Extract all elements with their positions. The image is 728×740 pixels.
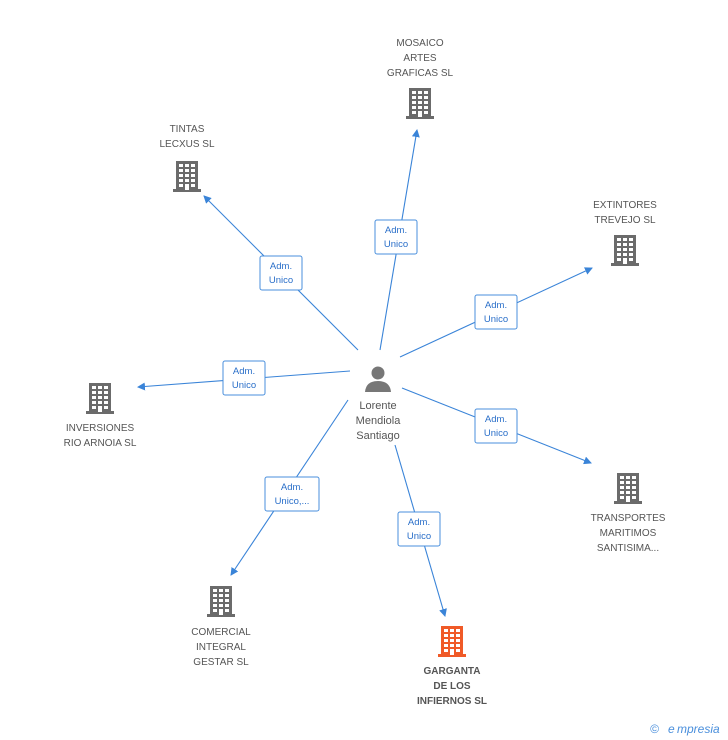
- company-name-line: INTEGRAL: [196, 642, 246, 653]
- relation-label-line: Unico,...: [275, 496, 310, 507]
- relation-label-line: Unico: [232, 380, 256, 391]
- building-icon: [614, 473, 642, 504]
- relation-box: [222, 360, 266, 396]
- brand-name: mpresia: [677, 722, 720, 736]
- relation-label-line: Unico: [384, 239, 408, 250]
- relation-label-line: Unico: [269, 275, 293, 286]
- company-name-line: ARTES: [403, 53, 436, 64]
- building-icon: [438, 626, 466, 657]
- building-icon: [207, 586, 235, 617]
- relation-label-comercial[interactable]: Adm. Unico,...: [264, 476, 320, 512]
- company-node-extintores[interactable]: EXTINTORES TREVEJO SL: [593, 200, 657, 266]
- relation-label-line: Adm.: [233, 366, 255, 377]
- company-name-line: SANTISIMA...: [597, 543, 659, 554]
- person-name-line: Lorente: [359, 400, 396, 412]
- relation-label-line: Adm.: [485, 414, 507, 425]
- company-name-line: INFIERNOS SL: [417, 696, 487, 707]
- relation-label-line: Adm.: [385, 225, 407, 236]
- person-name-line: Mendiola: [356, 415, 402, 427]
- relation-label-tintas[interactable]: Adm. Unico: [259, 255, 303, 291]
- relation-box: [474, 294, 518, 330]
- person-icon: [365, 366, 391, 392]
- company-name-line: MARITIMOS: [600, 528, 657, 539]
- copyright-symbol: ©: [650, 722, 659, 736]
- company-name-line: DE LOS: [433, 681, 471, 692]
- company-node-garganta[interactable]: GARGANTA DE LOS INFIERNOS SL: [417, 626, 487, 707]
- relation-label-line: Adm.: [281, 482, 303, 493]
- company-node-inversiones[interactable]: INVERSIONES RIO ARNOIA SL: [64, 383, 137, 449]
- company-name-line: GARGANTA: [423, 666, 480, 677]
- building-icon: [406, 88, 434, 119]
- company-node-mosaico[interactable]: MOSAICO ARTES GRAFICAS SL: [387, 38, 454, 119]
- edge-labels-layer: Adm.UnicoAdm.UnicoAdm.UnicoAdm.UnicoAdm.…: [222, 219, 518, 547]
- relation-label-garganta[interactable]: Adm. Unico: [397, 511, 441, 547]
- building-icon: [611, 235, 639, 266]
- company-name-line: EXTINTORES: [593, 200, 657, 211]
- company-node-transportes[interactable]: TRANSPORTES MARITIMOS SANTISIMA...: [591, 473, 666, 554]
- relation-label-extintores[interactable]: Adm. Unico: [474, 294, 518, 330]
- relation-box: [259, 255, 303, 291]
- relation-box: [474, 408, 518, 444]
- relation-box: [264, 476, 320, 512]
- relation-label-inversiones[interactable]: Adm. Unico: [222, 360, 266, 396]
- relation-label-line: Unico: [407, 531, 431, 542]
- building-icon: [86, 383, 114, 414]
- company-node-tintas[interactable]: TINTAS LECXUS SL: [159, 124, 215, 192]
- company-name-line: TRANSPORTES: [591, 513, 666, 524]
- brand-initial: e: [668, 722, 675, 736]
- company-name-line: TINTAS: [170, 124, 205, 135]
- company-name-line: GESTAR SL: [193, 657, 249, 668]
- company-node-comercial[interactable]: COMERCIAL INTEGRAL GESTAR SL: [191, 586, 251, 668]
- relation-label-line: Adm.: [408, 517, 430, 528]
- relation-label-line: Unico: [484, 314, 508, 325]
- company-name-line: LECXUS SL: [159, 139, 214, 150]
- company-name-line: MOSAICO: [396, 38, 443, 49]
- company-name-line: TREVEJO SL: [594, 215, 656, 226]
- building-icon: [173, 161, 201, 192]
- relation-label-transportes[interactable]: Adm. Unico: [474, 408, 518, 444]
- company-name-line: GRAFICAS SL: [387, 68, 454, 79]
- relation-label-line: Unico: [484, 428, 508, 439]
- relation-label-mosaico[interactable]: Adm. Unico: [374, 219, 418, 255]
- edges-layer: [137, 129, 593, 617]
- company-name-line: RIO ARNOIA SL: [64, 438, 137, 449]
- nodes-layer: MOSAICO ARTES GRAFICAS SL TINTAS LECXUS SL EX…: [64, 38, 666, 707]
- company-name-line: INVERSIONES: [66, 423, 135, 434]
- person-name-line: Santiago: [356, 430, 399, 442]
- relation-label-line: Adm.: [270, 261, 292, 272]
- relation-box: [374, 219, 418, 255]
- company-name-line: COMERCIAL: [191, 627, 251, 638]
- relation-label-line: Adm.: [485, 300, 507, 311]
- relation-box: [397, 511, 441, 547]
